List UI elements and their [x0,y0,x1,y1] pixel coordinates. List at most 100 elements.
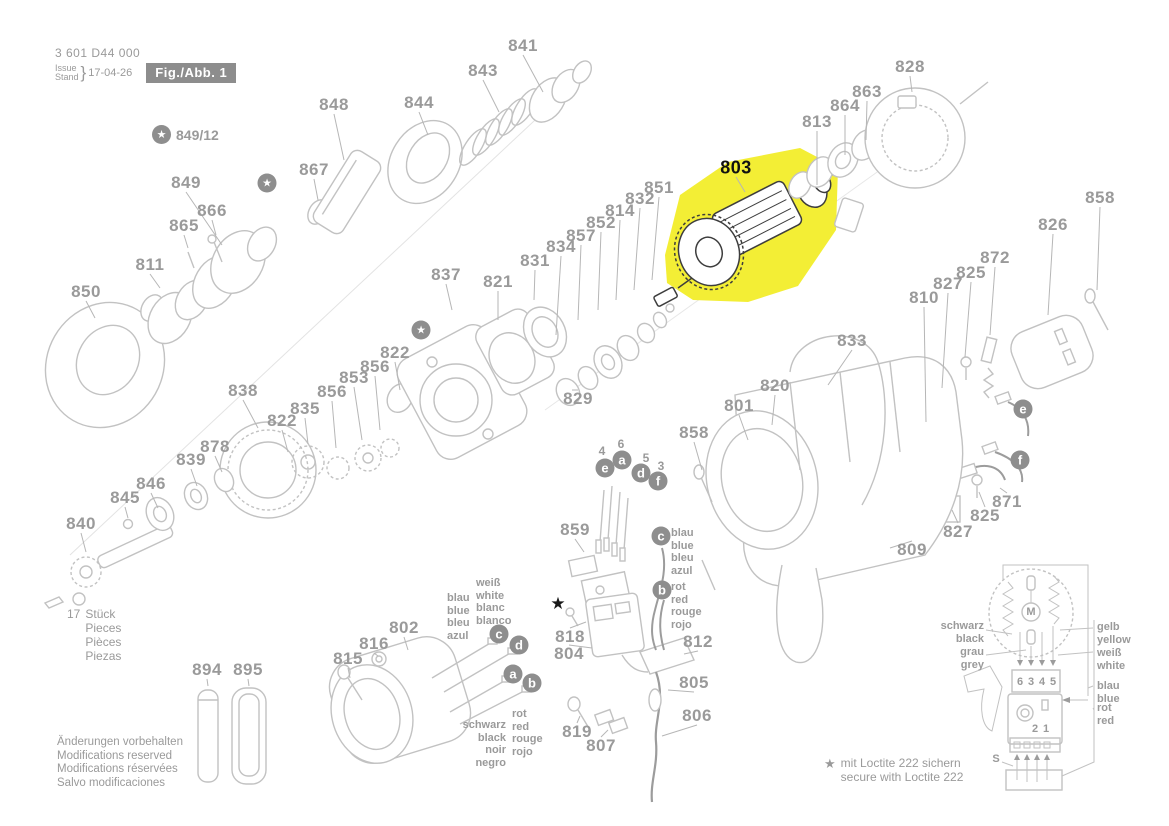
part-label-827: 827 [943,522,973,541]
star-circle-icon: ★ [411,320,431,340]
part-label-814: 814 [605,201,635,220]
wire-color-note-blau: blau blue bleu azul [671,527,694,577]
part-label-843: 843 [468,61,498,80]
issue-stand-labels: Issue Stand [55,63,79,82]
part-label-849: 849 [171,173,201,192]
wiring-schematic [963,564,1095,791]
motor-end-parts [788,81,989,233]
header-meta: 3 601 D44 000 Issue Stand } 17-04-26 Fig… [55,46,237,83]
part-label-831: 831 [520,251,550,270]
issue-date: 17-04-26 [88,67,133,79]
part-label-835: 835 [290,399,320,418]
wire-color-note-schwarz: schwarz black noir negro [462,719,506,769]
part-label-838: 838 [228,381,258,400]
spindle-lower-left [43,467,235,609]
part-label-866: 866 [197,201,227,220]
part-label-825: 825 [970,506,1000,525]
part-label-864: 864 [830,96,860,115]
star-icon: ★ [550,594,566,613]
schematic-label-2: 2 [1031,723,1039,735]
callout-d: d [509,635,529,655]
part-label-851: 851 [644,178,674,197]
part-label-833: 833 [837,331,867,350]
part-label-871: 871 [992,492,1022,511]
part-label-802: 802 [389,618,419,637]
part-label-845: 845 [110,488,140,507]
field-coil-and-switch [328,485,695,803]
part-label-828: 828 [895,57,925,76]
variant-label: 849/12 [176,126,219,143]
part-label-840: 840 [66,514,96,533]
wire-color-note-rot: rot red [1097,702,1115,727]
part-label-821: 821 [483,272,513,291]
callout-c: c [489,624,509,644]
figure-badge: Fig./Abb. 1 [146,63,237,83]
part-label-813: 813 [802,112,832,131]
star-circle-icon: ★ [152,125,171,144]
wire-color-note-rot: rot red rouge rojo [671,581,702,631]
callout-f: f [1010,450,1030,470]
callout-number-6: 6 [617,437,625,451]
part-label-856: 856 [317,382,347,401]
part-label-809: 809 [897,540,927,559]
part-label-878: 878 [200,437,230,456]
wire-color-note-weiß: weiß white blanc blanco [476,577,512,627]
wire-color-note-schwarz: schwarz black [940,620,984,645]
part-label-848: 848 [319,95,349,114]
schematic-label-4: 4 [1038,676,1046,688]
loctite-note: ★ mit Loctite 222 sichern secure with Lo… [824,756,964,784]
wire-color-note-gelb: gelb yellow [1097,621,1131,646]
callout-b: b [652,580,672,600]
part-label-807: 807 [586,736,616,755]
part-label-846: 846 [136,474,166,493]
part-label-829: 829 [563,389,593,408]
part-label-816: 816 [359,634,389,653]
part-label-822: 822 [267,411,297,430]
part-label-805: 805 [679,673,709,692]
callout-e: e [1013,399,1033,419]
part-label-872: 872 [980,248,1010,267]
schematic-label-6: 6 [1016,676,1024,688]
part-label-856: 856 [360,357,390,376]
star-circle-icon: ★ [257,173,277,193]
part-label-850: 850 [71,282,101,301]
loctite-text: mit Loctite 222 sichern secure with Loct… [840,756,964,784]
callout-number-4: 4 [598,444,606,458]
grease-tubes [197,687,267,785]
part-label-863: 863 [852,82,882,101]
quantity-units: Stück Pieces Pièces Piezas [85,607,122,663]
motor-housing [693,335,964,664]
wire-color-note-weiß: weiß white [1097,647,1126,672]
callout-number-5: 5 [642,451,650,465]
part-label-894: 894 [192,660,222,679]
part-label-815: 815 [333,649,363,668]
part-label-841: 841 [508,36,538,55]
star-icon: ★ [824,756,836,771]
part-label-839: 839 [176,450,206,469]
part-label-895: 895 [233,660,263,679]
revision-note: Änderungen vorbehalten Modifications res… [57,736,183,789]
wire-color-note-blau: blau blue [1097,680,1120,705]
callout-a: a [612,450,632,470]
gearbox-middle [219,303,675,519]
part-label-837: 837 [431,265,461,284]
schematic-label-1: 1 [1042,723,1050,735]
part-label-858: 858 [679,423,709,442]
part-label-834: 834 [546,237,576,256]
callout-d: d [631,463,651,483]
part-label-826: 826 [1038,215,1068,234]
callout-e: e [595,458,615,478]
schematic-label-M: M [1026,606,1036,618]
part-label-806: 806 [682,706,712,725]
part-label-811: 811 [135,255,165,274]
part-label-844: 844 [404,93,434,112]
schematic-label-3: 3 [1027,676,1035,688]
part-label-804: 804 [554,644,584,663]
callout-f: f [648,471,668,491]
part-label-857: 857 [566,226,596,245]
switch-assembly [565,485,695,803]
part-label-810: 810 [909,288,939,307]
part-label-867: 867 [299,160,329,179]
